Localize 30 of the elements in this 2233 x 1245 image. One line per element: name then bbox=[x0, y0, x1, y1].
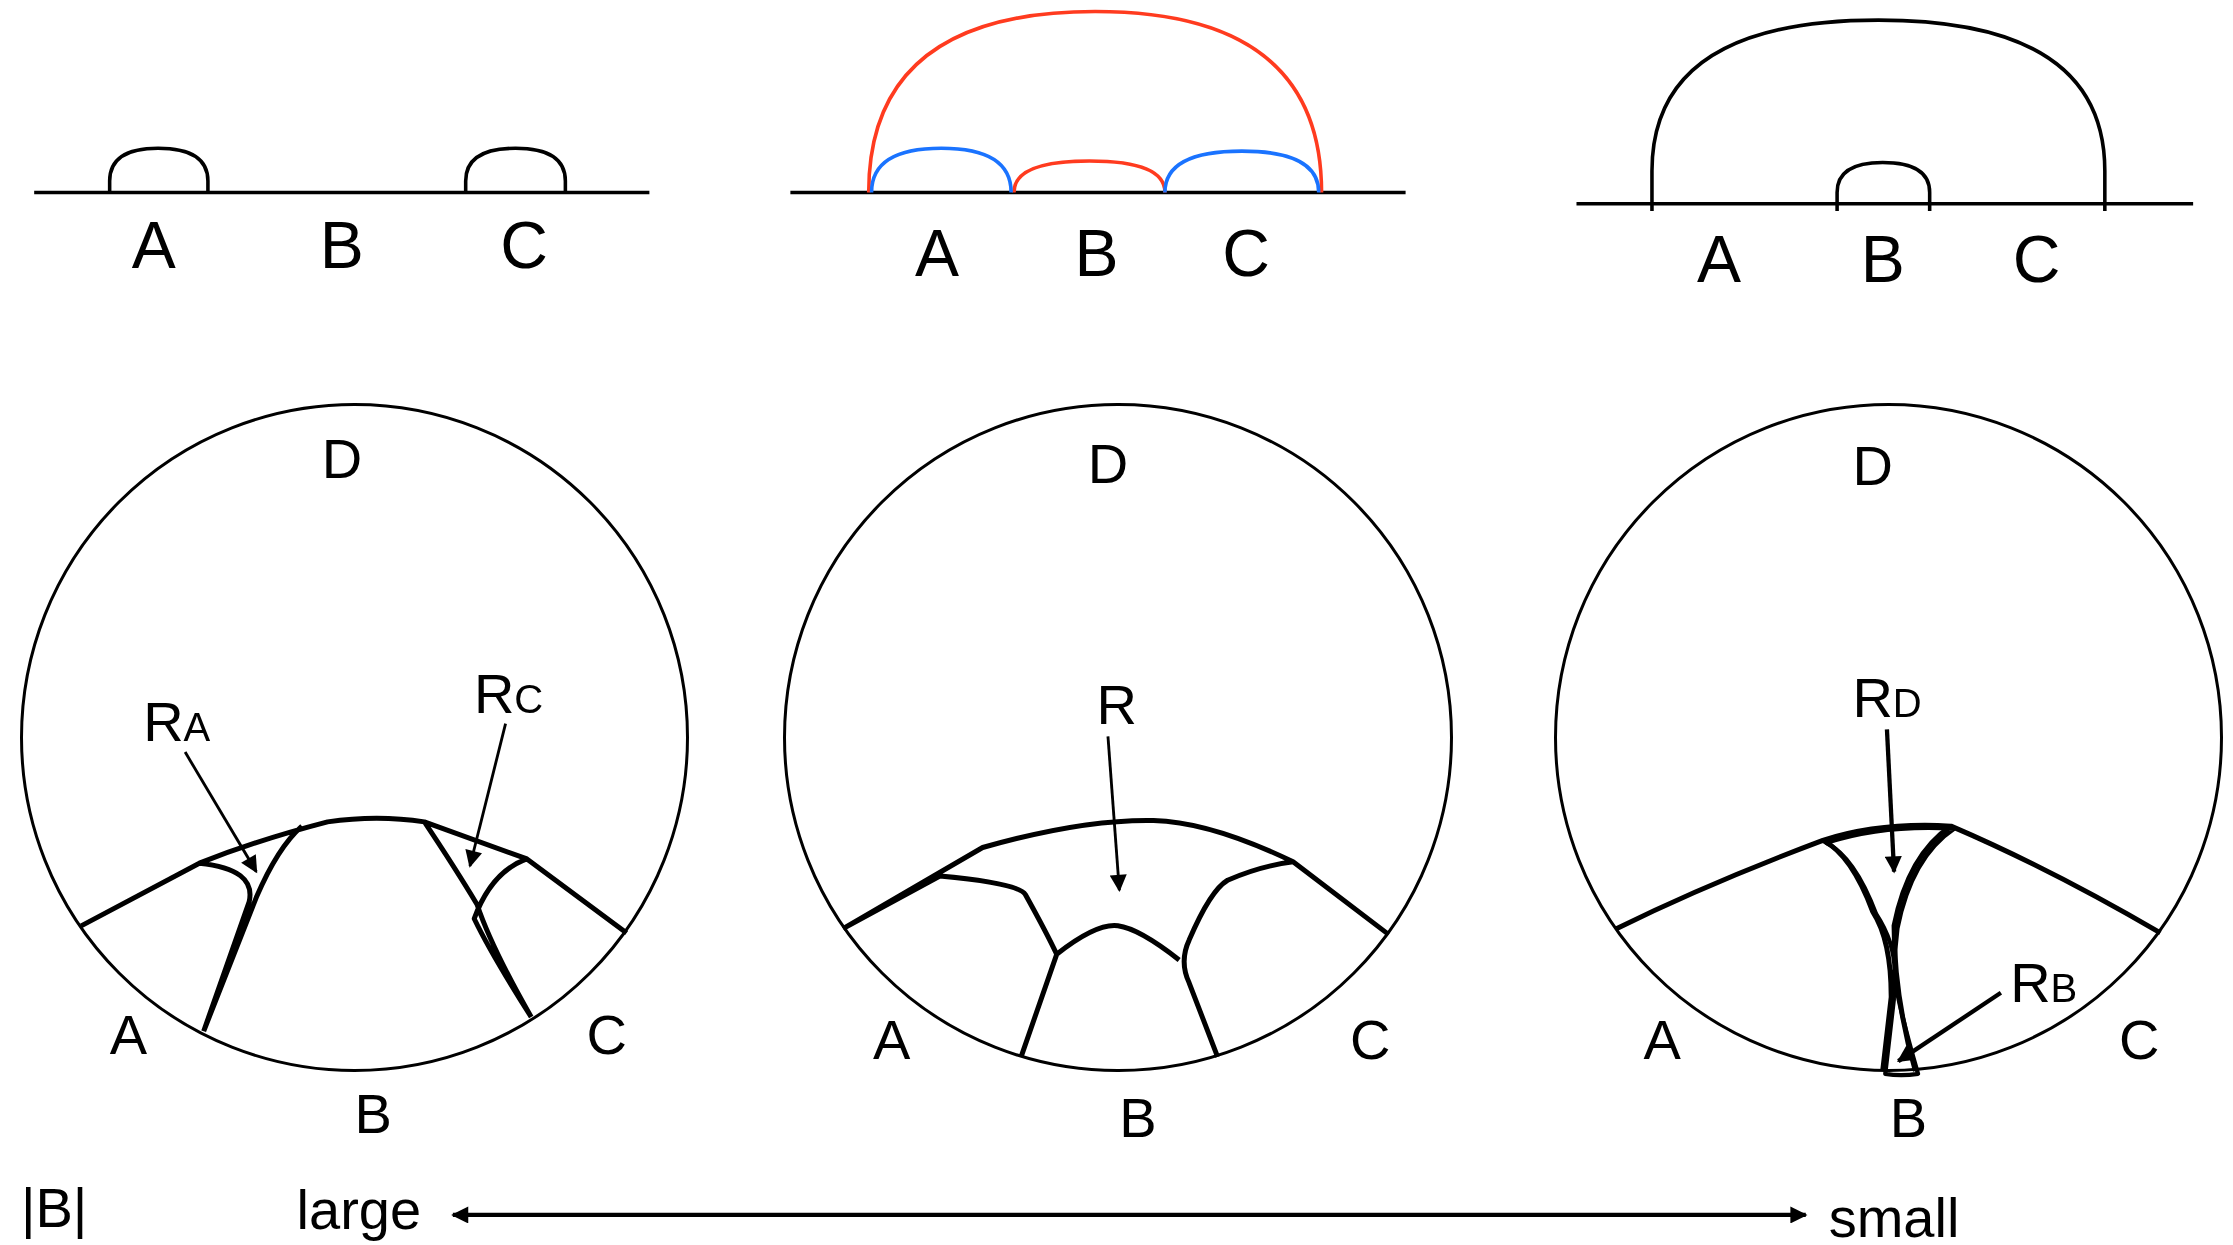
point-label: B bbox=[1860, 226, 1905, 293]
double-arrow bbox=[1896, 991, 2003, 1063]
point-label: C bbox=[1222, 220, 1270, 287]
point-label: A bbox=[131, 211, 176, 278]
leader-arrow bbox=[183, 751, 258, 874]
point-label: A bbox=[915, 220, 960, 287]
double-arrow bbox=[451, 1206, 1808, 1224]
boundary-region-label: A bbox=[109, 1007, 147, 1064]
boundary-region-label: A bbox=[1643, 1011, 1681, 1068]
boundary-region-label: C bbox=[586, 1007, 628, 1064]
region-label: R bbox=[1096, 677, 1137, 734]
scale-label: large bbox=[296, 1182, 422, 1239]
boundary-region-label: A bbox=[872, 1011, 911, 1068]
boundary-region-label: C bbox=[2118, 1011, 2160, 1068]
scale-label: small bbox=[1828, 1189, 1960, 1245]
region-label: D bbox=[1852, 437, 1894, 494]
point-label: C bbox=[2012, 226, 2061, 293]
region-label: D bbox=[321, 430, 363, 487]
boundary-region-label: C bbox=[1349, 1011, 1391, 1068]
boundary-region-label: B bbox=[1119, 1090, 1157, 1147]
double-arrow bbox=[1884, 729, 1902, 874]
leader-arrow bbox=[465, 723, 507, 868]
region-label: D bbox=[1087, 436, 1129, 493]
point-label: B bbox=[1074, 220, 1119, 287]
boundary-region-label: B bbox=[354, 1085, 392, 1142]
leader-arrow bbox=[1106, 736, 1127, 892]
point-label: A bbox=[1696, 226, 1741, 293]
point-label: C bbox=[500, 211, 548, 278]
point-label: B bbox=[319, 211, 364, 278]
boundary-region-label: B bbox=[1889, 1090, 1928, 1147]
